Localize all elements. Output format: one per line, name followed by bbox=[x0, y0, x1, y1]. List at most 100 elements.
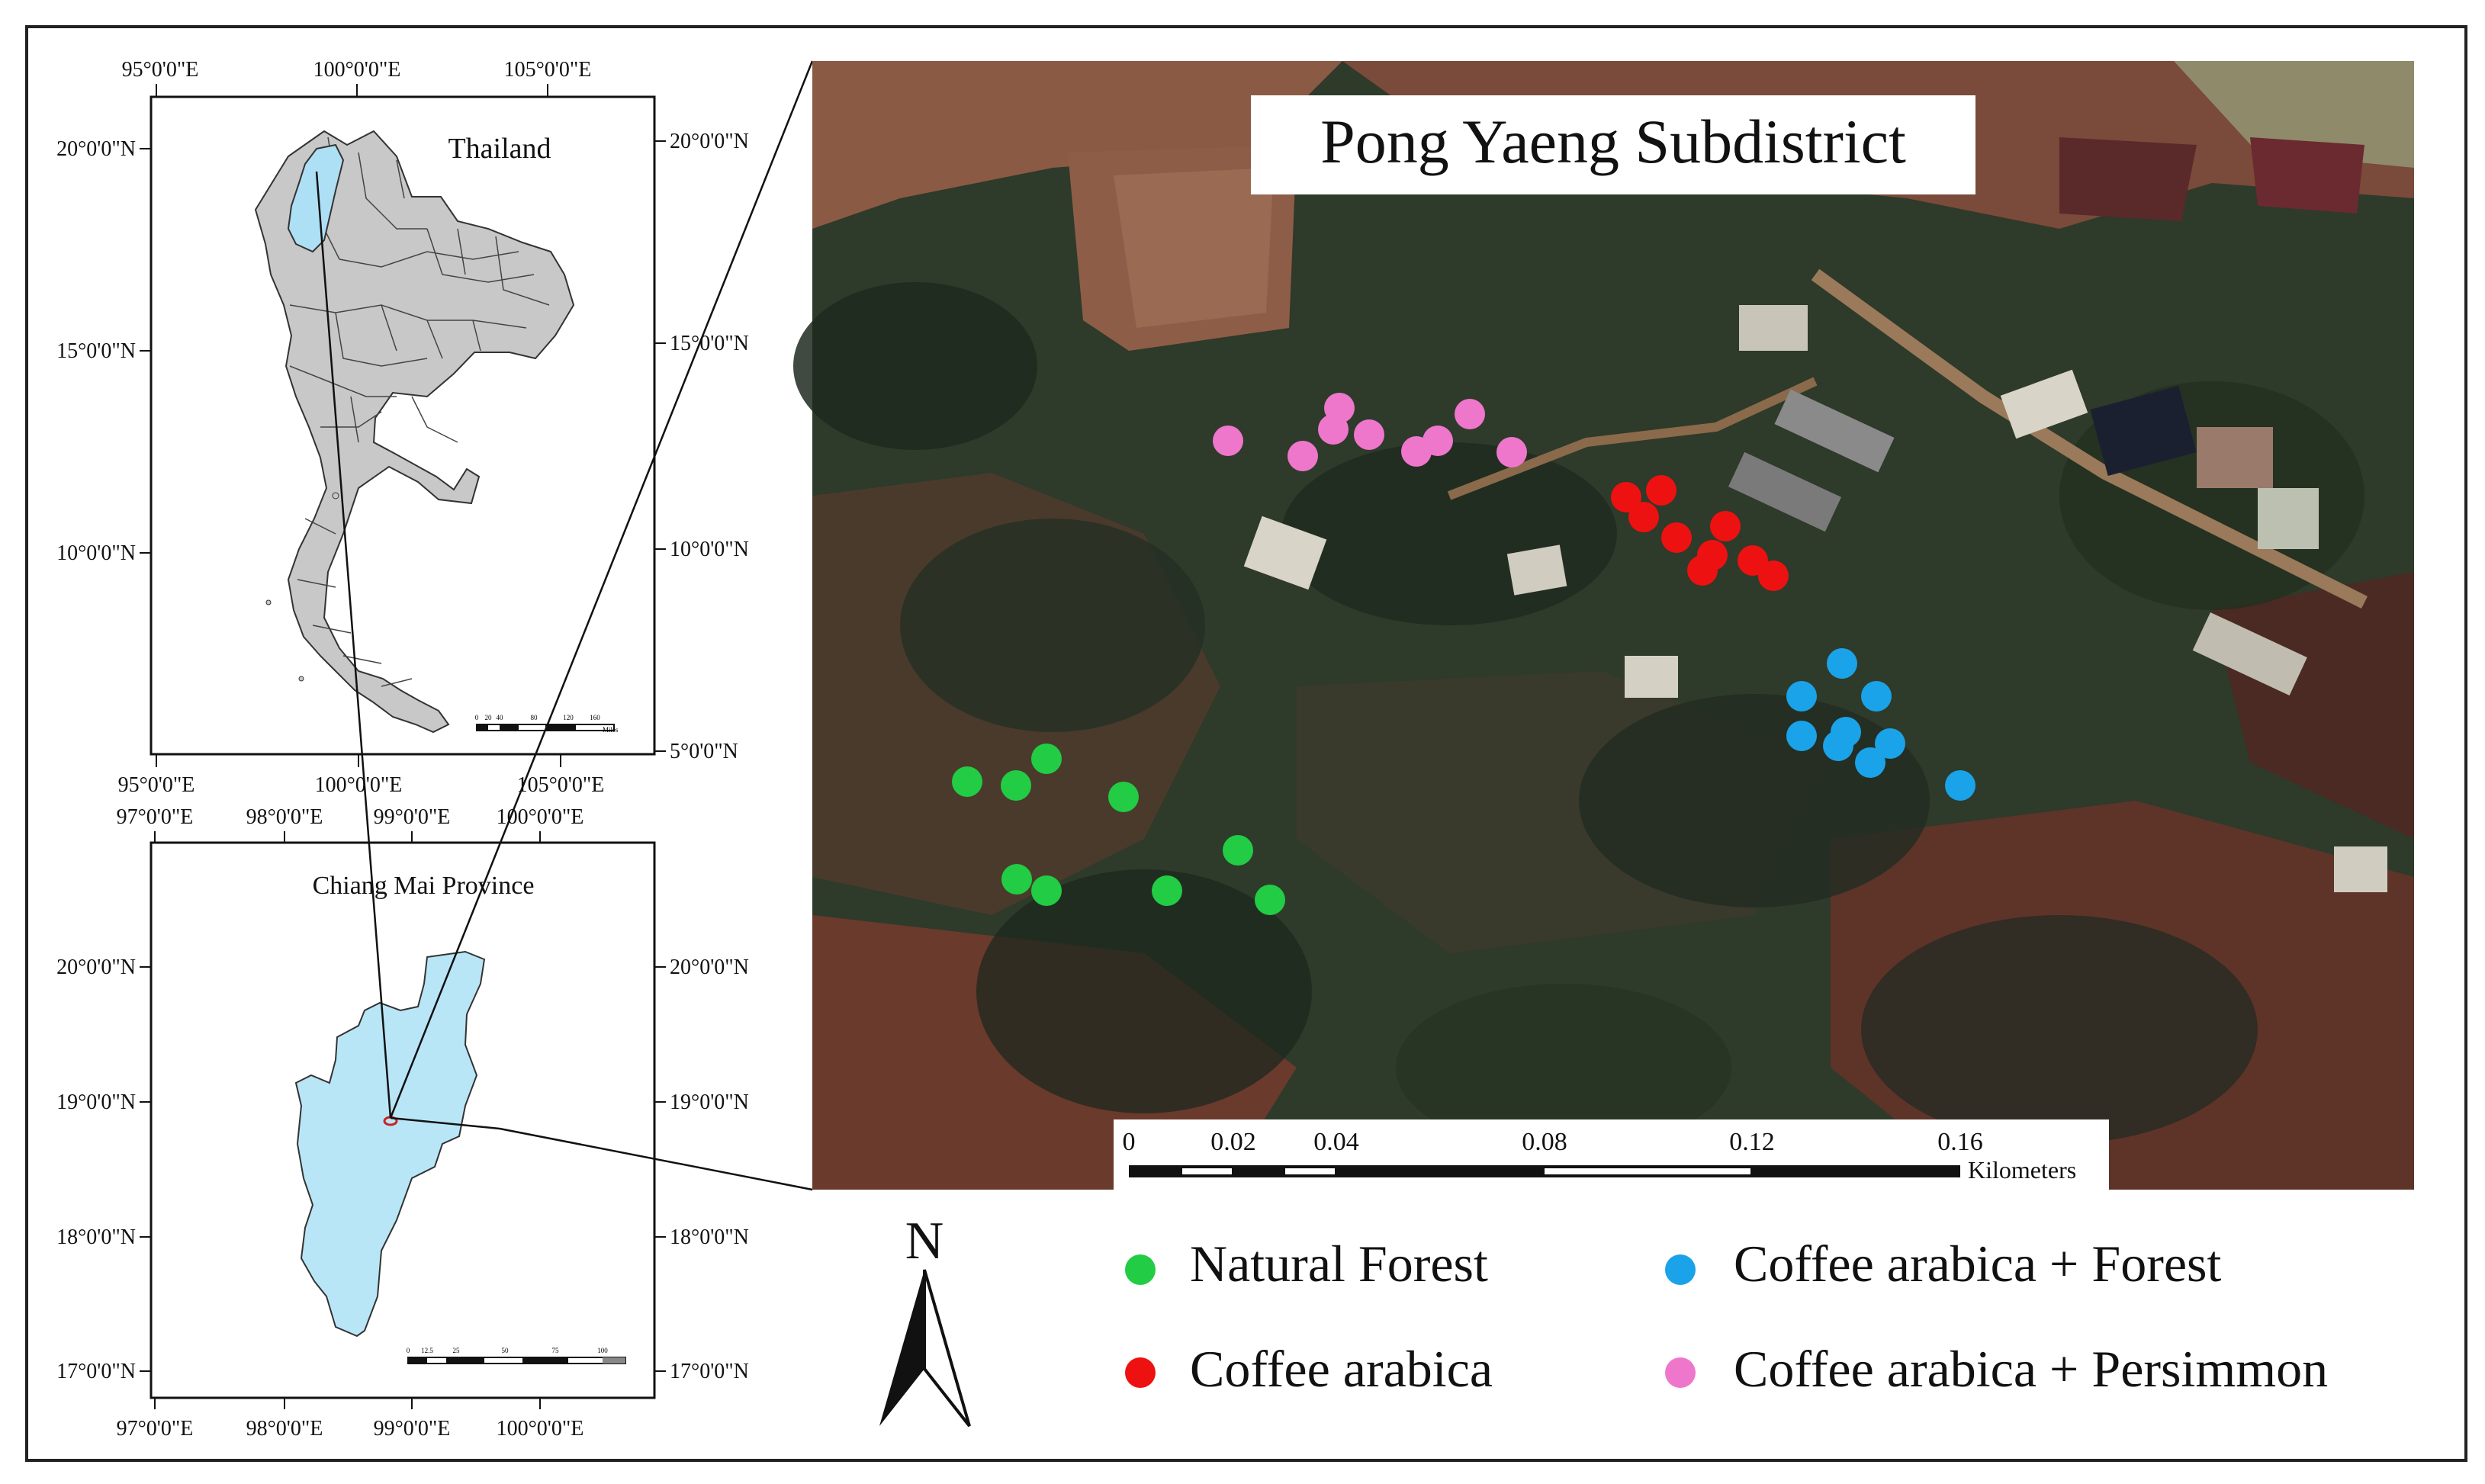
coffee-arabica-points bbox=[1611, 475, 1789, 591]
coffee-persimmon-point bbox=[1455, 399, 1485, 429]
coffee-arabica-point bbox=[1646, 475, 1676, 506]
coffee-forest-point bbox=[1945, 770, 1975, 801]
thailand-scale-tick: 0 bbox=[475, 714, 479, 721]
north-arrow-label: N bbox=[905, 1212, 944, 1270]
coffee-forest-point bbox=[1823, 731, 1853, 761]
coffee-arabica-point bbox=[1661, 522, 1692, 553]
satellite-scale-tick: 0.16 bbox=[1937, 1128, 1983, 1156]
thailand-island bbox=[265, 599, 272, 605]
coffee-forest-point bbox=[1855, 747, 1885, 778]
coffee-arabica-point bbox=[1687, 555, 1718, 586]
satellite-scale-tick: 0.12 bbox=[1729, 1128, 1775, 1156]
chiangmai-lon-label-bottom: 99°0'0"E bbox=[374, 1417, 451, 1441]
thailand-scale-tick: 160 bbox=[590, 714, 600, 721]
chiangmai-lat-label-right: 20°0'0"N bbox=[670, 956, 749, 979]
coffee-persimmon-point bbox=[1496, 437, 1527, 467]
natural-forest-point bbox=[952, 766, 982, 797]
coffee-forest-point bbox=[1786, 721, 1817, 751]
legend-swatch bbox=[1665, 1357, 1696, 1388]
thailand-lon-label-bottom: 100°0'0"E bbox=[315, 773, 403, 797]
legend: Natural Forest Coffee arabica + Forest C… bbox=[1125, 1235, 2328, 1398]
chiangmai-lon-label-bottom: 97°0'0"E bbox=[117, 1417, 194, 1441]
chiangmai-map-title: Chiang Mai Province bbox=[313, 872, 535, 900]
coffee-forest-point bbox=[1861, 681, 1892, 711]
thailand-scale-tick: 40 bbox=[497, 714, 504, 721]
thailand-scale-tick: 120 bbox=[563, 714, 574, 721]
chiangmai-lat-label-left: 18°0'0"N bbox=[56, 1225, 136, 1249]
natural-forest-point bbox=[1108, 782, 1139, 812]
chiangmai-province-shape bbox=[294, 950, 486, 1338]
satellite-title-box bbox=[1251, 95, 1975, 194]
thailand-lat-label-left: 15°0'0"N bbox=[56, 339, 136, 363]
chiangmai-lat-label-left: 17°0'0"N bbox=[56, 1360, 136, 1383]
coffee-persimmon-points bbox=[1213, 393, 1527, 471]
legend-swatch bbox=[1125, 1357, 1156, 1388]
thailand-lat-label-right: 20°0'0"N bbox=[670, 130, 749, 153]
coffee-arabica-point bbox=[1611, 482, 1641, 512]
thailand-lat-label-left: 10°0'0"N bbox=[56, 541, 136, 565]
north-arrow: N bbox=[879, 1212, 971, 1428]
thailand-lon-label-top: 105°0'0"E bbox=[504, 58, 592, 82]
coffee-persimmon-point bbox=[1423, 426, 1453, 456]
chiangmai-scale-tick: 25 bbox=[453, 1347, 461, 1354]
coffee-forest-point bbox=[1827, 648, 1857, 679]
coffee-persimmon-point bbox=[1354, 419, 1384, 450]
thailand-map-title: Thailand bbox=[448, 133, 551, 165]
chiangmai-scale-bar: 0 12.5 25 50 75 100 bbox=[407, 1347, 626, 1364]
natural-forest-point bbox=[1001, 770, 1031, 801]
chiangmai-map: Chiang Mai Province 0 12.5 25 50 75 100 … bbox=[56, 805, 749, 1441]
satellite-scale-tick: 0.08 bbox=[1522, 1128, 1567, 1156]
chiangmai-lon-label-bottom: 98°0'0"E bbox=[246, 1417, 323, 1441]
coffee-arabica-point bbox=[1628, 502, 1659, 532]
thailand-scale-tick: 20 bbox=[485, 714, 493, 721]
satellite-scale-tick: 0.02 bbox=[1210, 1128, 1256, 1156]
north-arrow-left-half bbox=[879, 1270, 924, 1426]
chiangmai-scale-tick: 12.5 bbox=[421, 1347, 433, 1354]
thailand-lat-label-right: 5°0'0"N bbox=[670, 740, 738, 763]
legend-item-coffee-persimmon: Coffee arabica + Persimmon bbox=[1665, 1340, 2328, 1398]
thailand-lat-label-left: 20°0'0"N bbox=[56, 137, 136, 161]
chiangmai-lon-label-top: 100°0'0"E bbox=[497, 805, 584, 829]
chiangmai-lat-label-left: 19°0'0"N bbox=[56, 1091, 136, 1114]
zoom-connector-lines bbox=[315, 60, 814, 1191]
thailand-island bbox=[298, 676, 304, 682]
coffee-arabica-point bbox=[1710, 511, 1741, 541]
coffee-persimmon-point bbox=[1324, 393, 1355, 423]
thailand-lat-label-right: 15°0'0"N bbox=[670, 332, 749, 355]
thailand-chiangmai-highlight bbox=[287, 143, 345, 253]
chiangmai-lat-label-right: 18°0'0"N bbox=[670, 1225, 749, 1249]
chiangmai-scale-tick: 0 bbox=[407, 1347, 410, 1354]
legend-label: Coffee arabica bbox=[1190, 1340, 1493, 1398]
coffee-forest-points bbox=[1786, 648, 1975, 801]
chiangmai-lon-label-top: 98°0'0"E bbox=[246, 805, 323, 829]
thailand-lon-label-top: 100°0'0"E bbox=[313, 58, 401, 82]
legend-label: Coffee arabica + Forest bbox=[1734, 1235, 2222, 1293]
chiangmai-lat-label-right: 17°0'0"N bbox=[670, 1360, 749, 1383]
natural-forest-point bbox=[1152, 875, 1182, 906]
satellite-scale-bar: 0 0.02 0.04 0.08 0.12 0.16 Kilometers bbox=[1114, 1119, 2109, 1190]
coffee-persimmon-point bbox=[1288, 441, 1318, 471]
chiangmai-lon-label-top: 99°0'0"E bbox=[374, 805, 451, 829]
coffee-arabica-point bbox=[1758, 561, 1789, 591]
chiangmai-scale-tick: 100 bbox=[597, 1347, 608, 1354]
thailand-island bbox=[332, 492, 339, 499]
thailand-scale-unit: Miles bbox=[603, 726, 619, 734]
natural-forest-point bbox=[1255, 885, 1285, 915]
coffee-forest-point bbox=[1875, 728, 1905, 759]
legend-label: Natural Forest bbox=[1190, 1235, 1488, 1293]
satellite-image: Pong Yaeng Subdistrict bbox=[793, 61, 2414, 1190]
north-arrow-right-half bbox=[923, 1269, 971, 1428]
thailand-lat-label-right: 10°0'0"N bbox=[670, 538, 749, 561]
chiangmai-lon-label-top: 97°0'0"E bbox=[117, 805, 194, 829]
thailand-lon-label-bottom: 95°0'0"E bbox=[118, 773, 195, 797]
natural-forest-point bbox=[1001, 864, 1032, 895]
thailand-lon-label-bottom: 105°0'0"E bbox=[517, 773, 605, 797]
legend-swatch bbox=[1125, 1254, 1156, 1285]
legend-item-coffee-arabica: Coffee arabica bbox=[1125, 1340, 1493, 1398]
chiangmai-scale-tick: 50 bbox=[502, 1347, 510, 1354]
coffee-forest-point bbox=[1786, 681, 1817, 711]
chiangmai-lon-label-bottom: 100°0'0"E bbox=[497, 1417, 584, 1441]
satellite-scale-unit: Kilometers bbox=[1968, 1156, 2076, 1184]
natural-forest-points bbox=[952, 744, 1285, 915]
